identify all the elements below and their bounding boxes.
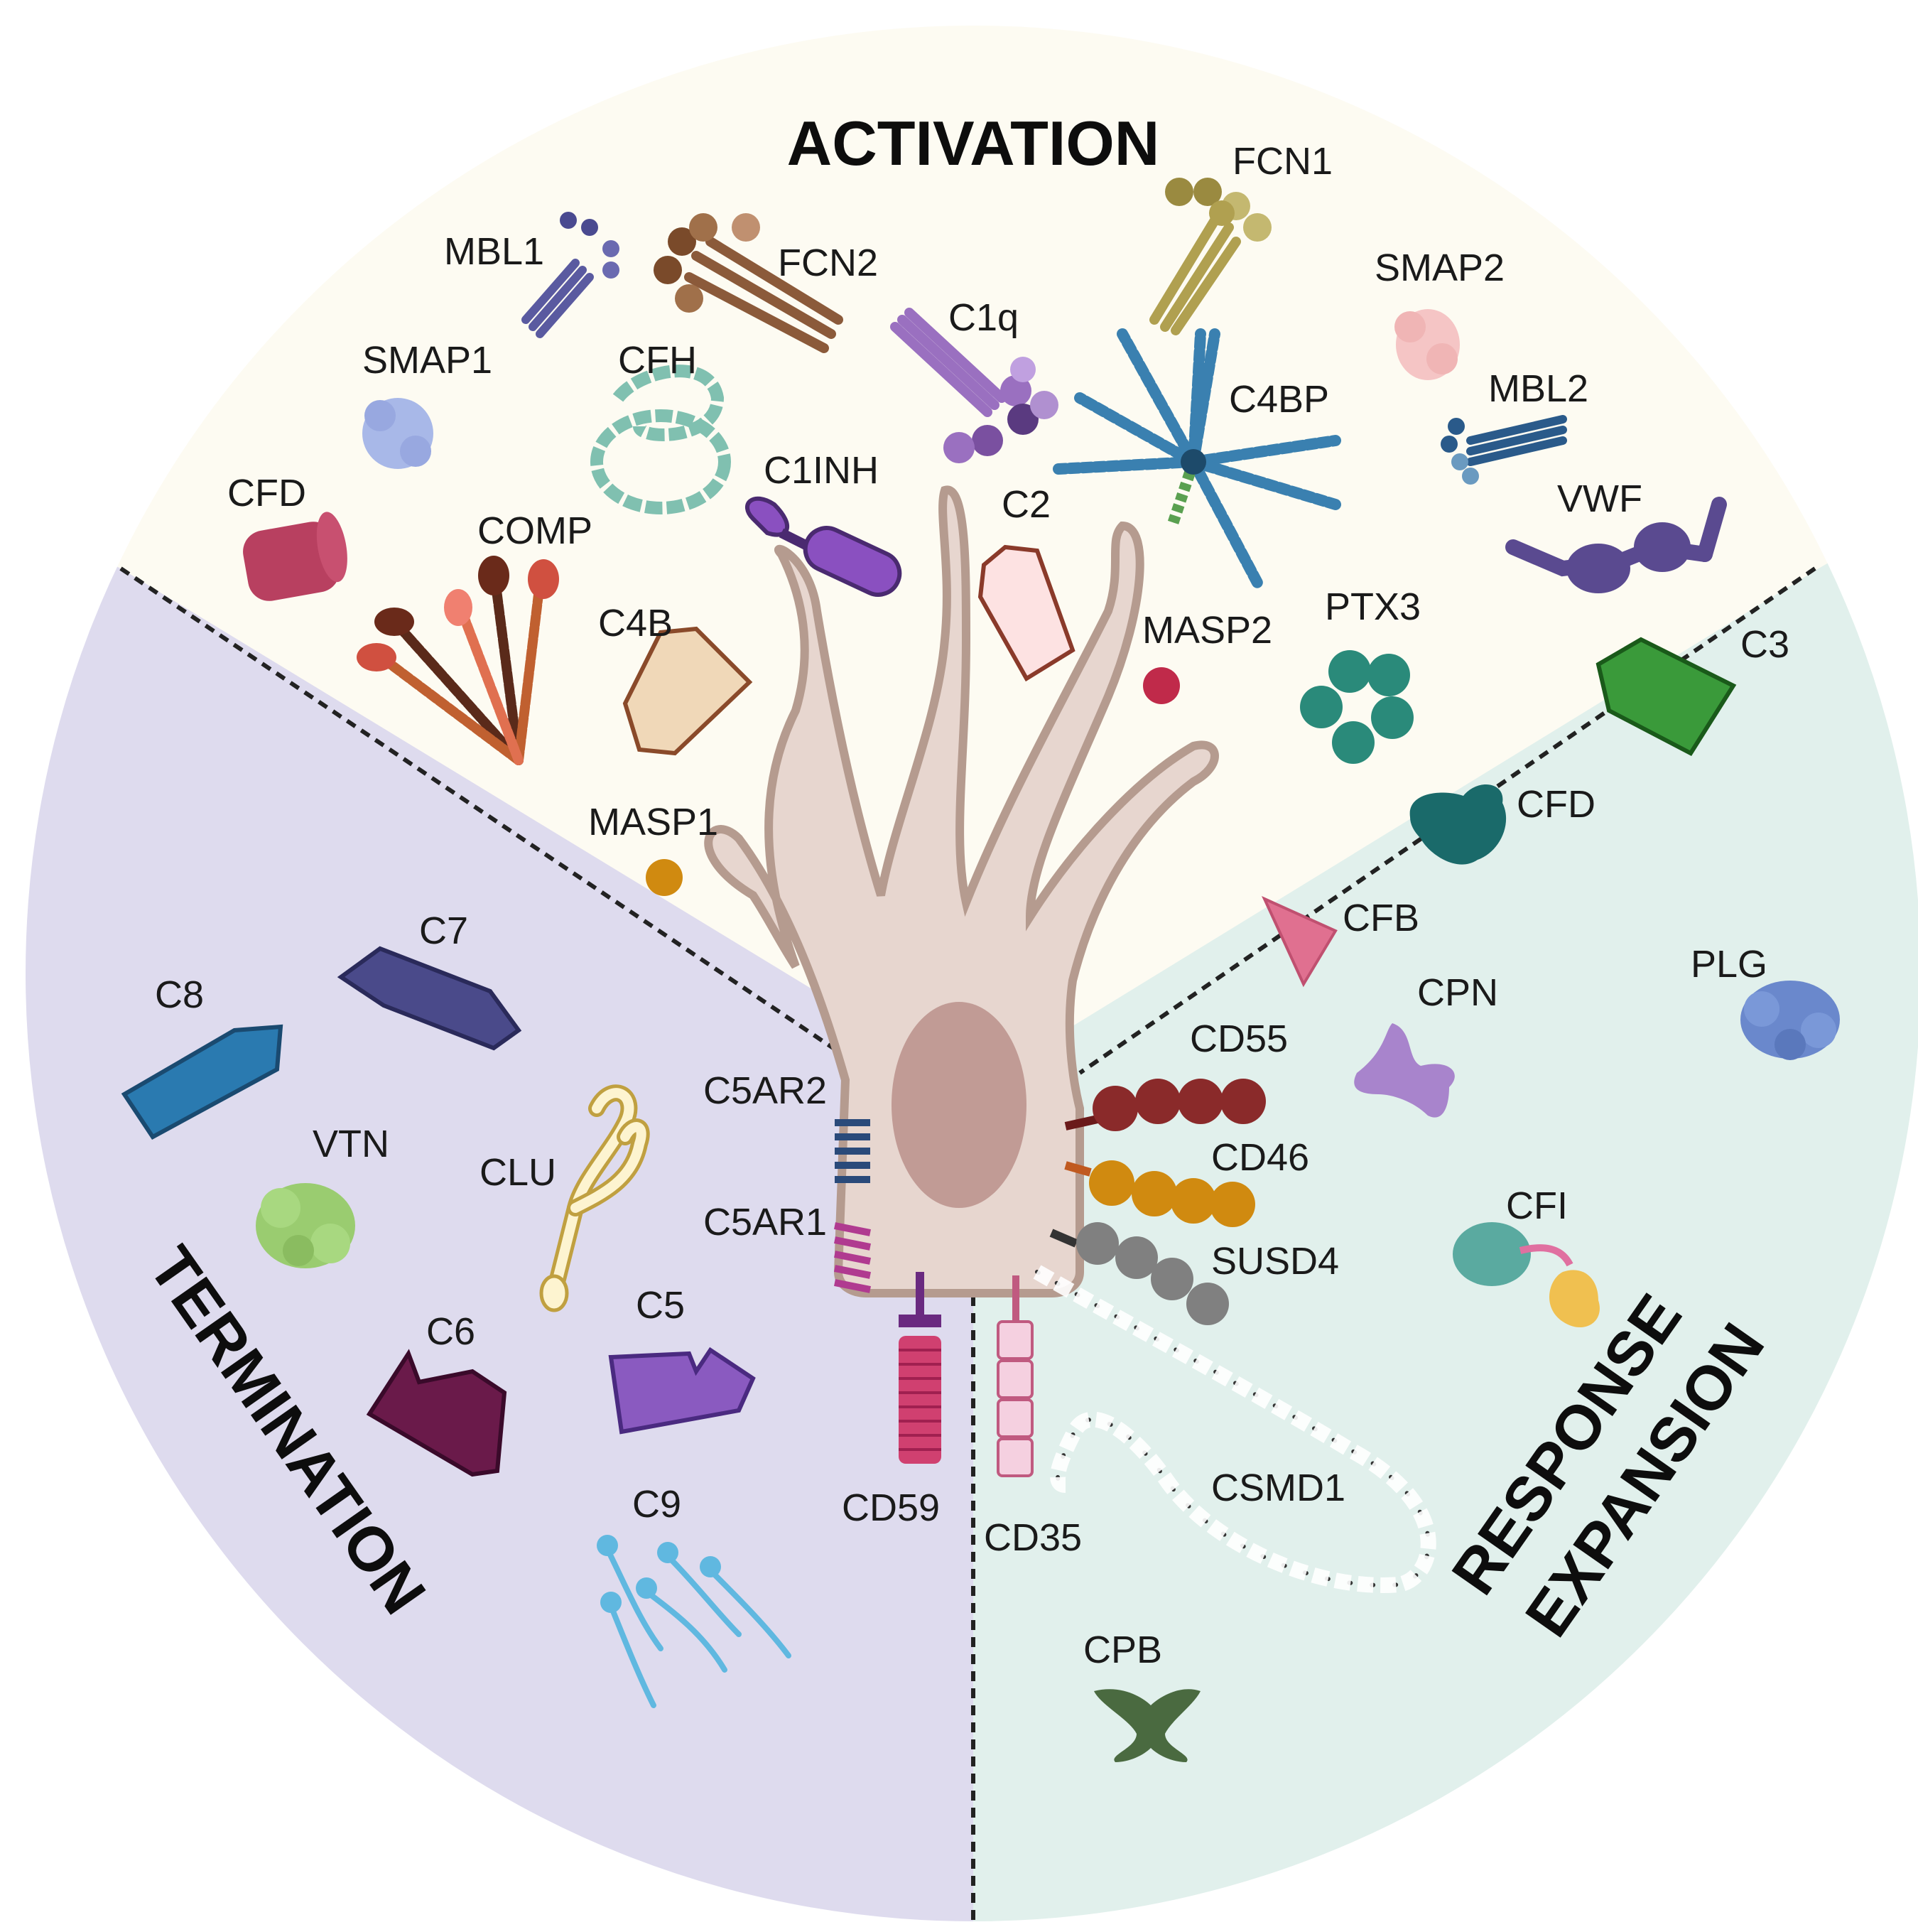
label-c8: C8 <box>155 973 204 1016</box>
label-ptx3: PTX3 <box>1325 585 1421 628</box>
cfh-icon <box>590 365 731 514</box>
label-c1inh: C1INH <box>764 449 879 492</box>
label-cfh: CFH <box>618 339 697 382</box>
label-smap1: SMAP1 <box>362 339 492 382</box>
fcn2-icon <box>654 213 843 353</box>
label-masp2: MASP2 <box>1142 609 1272 652</box>
smap2-icon <box>1394 309 1460 380</box>
cd59-icon <box>899 1272 941 1464</box>
masp2-icon <box>1143 667 1180 704</box>
cd55-icon <box>1064 1079 1266 1131</box>
c5ar2-icon <box>835 1119 870 1183</box>
label-c5ar1: C5AR1 <box>703 1201 827 1243</box>
plg-icon <box>1740 981 1840 1060</box>
label-cd59: CD59 <box>842 1486 940 1529</box>
label-comp: COMP <box>477 509 592 552</box>
c9-icon <box>597 1535 791 1708</box>
vtn-icon <box>256 1183 355 1268</box>
label-smap2: SMAP2 <box>1375 247 1505 289</box>
cpb-icon <box>1094 1689 1201 1762</box>
label-cpn: CPN <box>1417 971 1498 1014</box>
c2-icon <box>977 544 1076 682</box>
label-susd4: SUSD4 <box>1211 1240 1339 1283</box>
masp1-icon <box>646 859 683 896</box>
label-c9: C9 <box>632 1483 681 1526</box>
c6-icon <box>366 1349 507 1477</box>
label-cpb: CPB <box>1083 1629 1162 1671</box>
clu-icon <box>539 1084 650 1312</box>
label-c3: C3 <box>1740 623 1789 666</box>
label-mbl2: MBL2 <box>1488 367 1588 410</box>
section-title-activation: ACTIVATION <box>787 108 1160 178</box>
label-c1q: C1q <box>948 296 1019 339</box>
cd35-icon <box>997 1275 1034 1477</box>
label-masp1: MASP1 <box>588 801 718 843</box>
cell-body <box>704 485 1219 1297</box>
termination-sector <box>25 512 973 1922</box>
label-clu: CLU <box>479 1151 556 1194</box>
mbl2-icon <box>1441 415 1567 485</box>
label-c7: C7 <box>419 910 468 952</box>
susd4-icon <box>1049 1222 1229 1325</box>
label-cd46: CD46 <box>1211 1136 1309 1179</box>
divider-left <box>119 566 861 1068</box>
ptx3-icon <box>1300 650 1414 764</box>
mbl1-icon <box>521 212 619 338</box>
cell-nucleus <box>892 1002 1026 1208</box>
cd46-icon <box>1064 1160 1255 1227</box>
cfb-icon <box>1261 895 1338 988</box>
c3-icon <box>1595 637 1737 756</box>
cfd-right-icon <box>1409 784 1507 865</box>
label-cd55: CD55 <box>1190 1018 1288 1060</box>
label-fcn2: FCN2 <box>778 242 878 284</box>
label-c2: C2 <box>1002 483 1051 526</box>
response-expansion-sector <box>973 512 1918 1922</box>
comp-icon <box>357 556 559 765</box>
c4b-icon <box>622 626 753 756</box>
c4bp-icon <box>1053 328 1341 588</box>
label-c6: C6 <box>426 1310 475 1353</box>
cfd-top-icon <box>243 512 347 601</box>
c5-icon <box>608 1347 756 1435</box>
c1inh-icon <box>745 496 902 597</box>
outer-circle <box>24 24 1918 1923</box>
label-vtn: VTN <box>313 1123 389 1165</box>
c8-icon <box>121 1024 283 1140</box>
label-vwf: VWF <box>1557 477 1642 520</box>
label-csmd1: CSMD1 <box>1211 1467 1345 1509</box>
c5ar1-icon <box>834 1222 871 1293</box>
smap1-icon <box>362 398 433 469</box>
label-c4b: C4B <box>598 602 673 644</box>
c1q-icon <box>890 308 1058 463</box>
label-fcn1: FCN1 <box>1232 140 1333 183</box>
label-cfd-right: CFD <box>1517 783 1595 826</box>
label-mbl1: MBL1 <box>444 230 544 273</box>
fcn1-icon <box>1149 178 1272 335</box>
label-cfb: CFB <box>1343 897 1419 939</box>
csmd1-icon <box>1033 1265 1436 1593</box>
cell <box>704 485 1219 1297</box>
c7-icon <box>337 946 522 1051</box>
label-plg: PLG <box>1691 943 1767 986</box>
label-cfd-top: CFD <box>227 472 306 514</box>
label-c5ar2: C5AR2 <box>703 1069 827 1112</box>
cpn-icon <box>1354 1023 1455 1118</box>
cfi-icon <box>1453 1222 1600 1328</box>
label-cfi: CFI <box>1506 1184 1568 1227</box>
label-c5: C5 <box>636 1284 685 1327</box>
vwf-icon <box>1505 497 1727 593</box>
label-c4bp: C4BP <box>1229 378 1329 421</box>
label-cd35: CD35 <box>984 1516 1082 1559</box>
